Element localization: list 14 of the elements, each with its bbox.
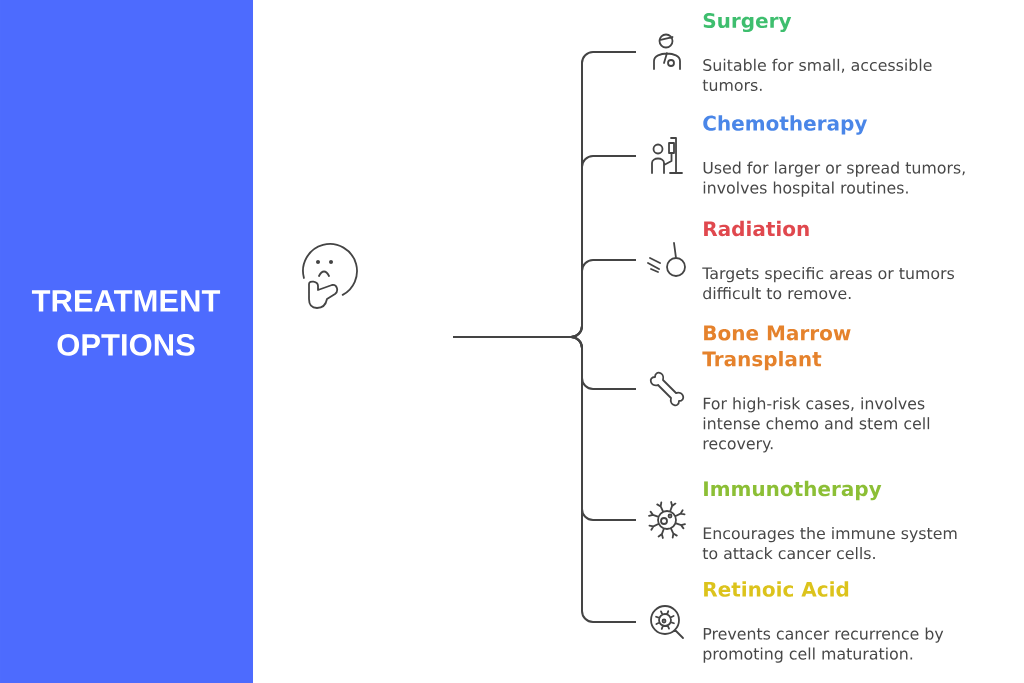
item-description: Encourages the immune system to attack cancer cells. bbox=[702, 527, 957, 560]
item-description: For high-risk cases, involves intense chemo and stem cell recovery. bbox=[703, 397, 930, 453]
item-title: Surgery bbox=[703, 12, 792, 33]
item-description: Used for larger or spread tumors, involves hospital routines. bbox=[703, 161, 965, 197]
item-description: Suitable for small, accessible tumors. bbox=[702, 58, 932, 92]
item-title: Bone Marrow Transplant bbox=[702, 325, 851, 371]
item-title: Retinoic Acid bbox=[704, 581, 849, 597]
item-description: Targets specific areas or tumors difficult to remove. bbox=[702, 267, 955, 300]
item-title: Radiation bbox=[704, 220, 809, 237]
connector bbox=[452, 336, 637, 623]
item-title: Immunotherapy bbox=[704, 480, 882, 501]
item-description: Prevents cancer recurrence by promoting cell maturation. bbox=[703, 627, 944, 663]
title: TREATMENT OPTIONS bbox=[31, 290, 221, 356]
item-title: Chemotherapy bbox=[703, 115, 868, 135]
